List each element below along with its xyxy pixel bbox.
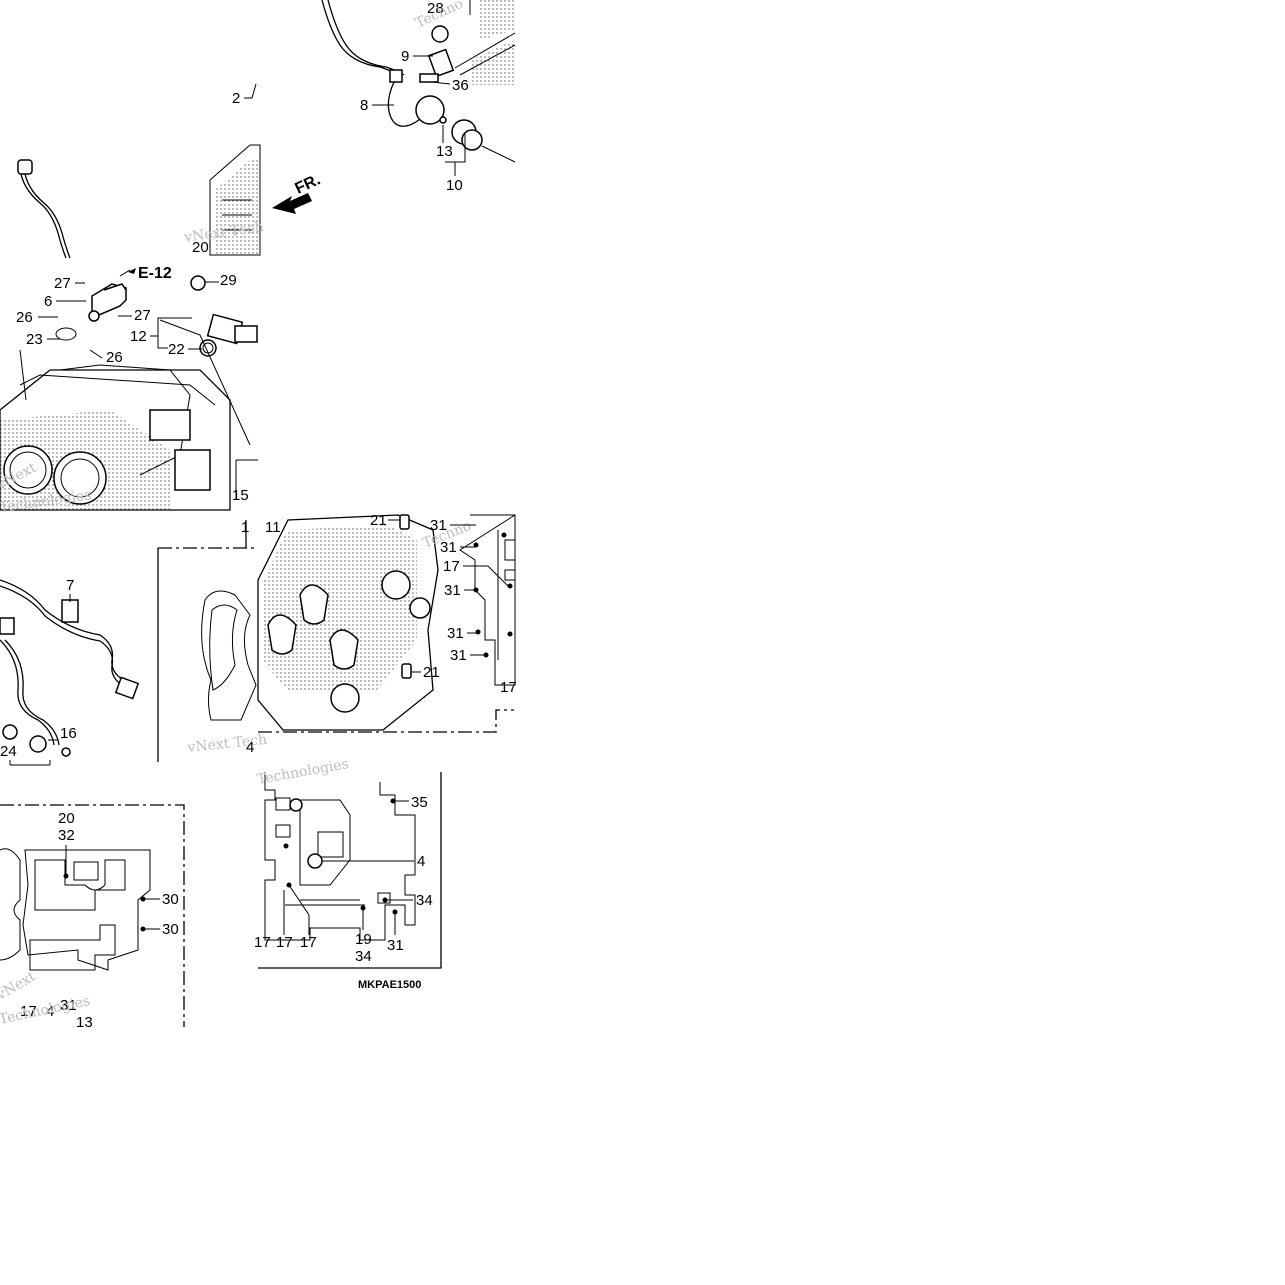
watermark: Technologies — [256, 756, 350, 788]
tile-top-middle: 28 9 36 8 13 10 Techno FR. — [272, 0, 516, 214]
callout-17: 17 — [254, 934, 271, 951]
callout-31: 31 — [447, 625, 464, 642]
tile-center: 1 11 21 21 Techno vNext Tech 4 — [157, 512, 514, 762]
callout-28: 28 — [427, 0, 444, 17]
callout-34: 34 — [355, 948, 372, 965]
callout-6: 6 — [44, 293, 52, 310]
watermark: vNext — [0, 968, 39, 1004]
callout-15: 15 — [232, 487, 249, 504]
callout-26: 26 — [106, 349, 123, 366]
callout-31: 31 — [440, 539, 457, 556]
callout-8: 8 — [360, 97, 368, 114]
callout-9: 9 — [401, 48, 409, 65]
callout-16: 16 — [60, 725, 77, 742]
callout-1: 1 — [241, 519, 249, 536]
callout-13: 13 — [436, 143, 453, 160]
callout-36: 36 — [452, 77, 469, 94]
callout-20: 20 — [58, 810, 75, 827]
callout-30: 30 — [162, 891, 179, 908]
callout-21: 21 — [423, 664, 440, 681]
callout-12: 12 — [130, 328, 147, 345]
callout-17: 17 — [500, 679, 517, 696]
callout-20: 20 — [192, 239, 209, 256]
callout-31: 31 — [430, 517, 447, 534]
callout-17: 17 — [443, 558, 460, 575]
callout-7: 7 — [66, 577, 74, 594]
callout-22: 22 — [168, 341, 185, 358]
direction-label: FR. — [293, 171, 324, 197]
tile-bottom-left: 20 32 30 30 17 4 31 13 vNext Technologie… — [0, 804, 185, 1031]
callout-34: 34 — [416, 892, 433, 909]
callout-30: 30 — [162, 921, 179, 938]
callout-19: 19 — [355, 931, 372, 948]
callout-17: 17 — [276, 934, 293, 951]
callout-17: 17 — [300, 934, 317, 951]
tile-left-middle: 7 16 24 — [0, 577, 140, 766]
callout-13: 13 — [76, 1014, 93, 1031]
callout-31: 31 — [450, 647, 467, 664]
callout-32: 32 — [58, 827, 75, 844]
diagram-code: MKPAE1500 — [358, 979, 421, 991]
callout-35: 35 — [411, 794, 428, 811]
tile-middle-left: E-12 27 6 26 23 27 26 29 12 22 15 vNext … — [0, 265, 258, 516]
callout-31: 31 — [444, 582, 461, 599]
callout-17: 17 — [20, 1003, 37, 1020]
callout-31: 31 — [60, 997, 77, 1014]
reference-label: E-12 — [138, 265, 172, 282]
callout-21: 21 — [370, 512, 387, 529]
callout-24: 24 — [0, 743, 17, 760]
watermark: vNext Tech — [186, 732, 268, 756]
callout-26: 26 — [16, 309, 33, 326]
callout-2: 2 — [232, 90, 240, 107]
callout-4: 4 — [46, 1003, 54, 1020]
callout-27: 27 — [54, 275, 71, 292]
callout-29: 29 — [220, 272, 237, 289]
callout-23: 23 — [26, 331, 43, 348]
callout-27: 27 — [134, 307, 151, 324]
tile-bottom-middle: 35 4 34 17 17 19 34 31 17 Technologies M… — [254, 756, 442, 991]
callout-4: 4 — [417, 853, 425, 870]
callout-10: 10 — [446, 177, 463, 194]
callout-17: 4 — [246, 739, 254, 756]
tile-top-left: vNext Tech 20 2 — [17, 83, 265, 259]
callout-11: 11 — [265, 519, 281, 536]
tile-center-right: 31 31 17 31 31 31 17 — [430, 514, 517, 696]
callout-31: 31 — [387, 937, 404, 954]
